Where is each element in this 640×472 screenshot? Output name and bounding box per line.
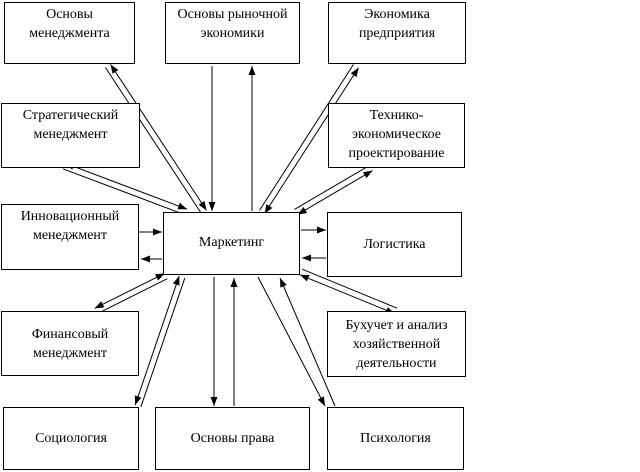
link-marketing-osnovy-menedzhmenta-a-back-arrowhead	[198, 200, 207, 211]
node-label: Основы права	[190, 431, 275, 446]
link-marketing-to-psikhologiya-arrowhead	[317, 396, 325, 406]
node-label: Логистика	[363, 237, 426, 252]
link-marketing-bukhuchet-b	[301, 268, 398, 309]
link-marketing-osnovy-menedzhmenta-b	[105, 67, 202, 214]
node-label: Социология	[35, 431, 107, 446]
link-marketing-ekonomika-predpriyatiya-a	[264, 67, 359, 214]
link-marketing-to-innovatsionnyy-arrowhead	[141, 255, 150, 263]
link-osnovy-rynochnoy-to-marketing-arrowhead	[208, 202, 216, 211]
link-marketing-to-osnovy-prava-arrowhead	[210, 397, 218, 406]
link-marketing-osnovy-menedzhmenta-a-arrowhead	[110, 64, 119, 74]
node-finansovyy-menedzhment: Финансовый менеджмент	[1, 311, 139, 376]
link-psikhologiya-to-marketing-arrowhead	[280, 278, 287, 288]
link-marketing-sotsiologiya-a	[134, 275, 180, 406]
node-label: Психология	[360, 431, 431, 446]
link-marketing-strategicheskiy-a	[64, 162, 188, 210]
link-marketing-ekonomika-predpriyatiya-a-arrowhead	[350, 67, 359, 78]
link-marketing-to-osnovy-rynochnoy-arrowhead	[248, 66, 256, 75]
link-marketing-to-logistika-arrowhead	[317, 226, 326, 234]
link-marketing-finansovyy-a-back-arrowhead	[155, 273, 165, 281]
link-marketing-bukhuchet-a-back-arrowhead	[299, 274, 310, 282]
link-marketing-finansovyy-a	[94, 272, 165, 309]
link-osnovy-prava-to-marketing-arrowhead	[230, 278, 238, 287]
node-tekhniko-ekonomicheskoe: Технико- экономическое проектирование	[328, 103, 465, 168]
link-marketing-finansovyy-b	[97, 278, 168, 315]
link-marketing-ekonomika-predpriyatiya-b	[259, 64, 354, 211]
node-innovatsionnyy-menedzhment: Инновационный менеджмент	[1, 204, 139, 270]
link-marketing-strategicheskiy-a-back-arrowhead	[177, 202, 188, 210]
node-label: Экономика предприятия	[358, 7, 436, 41]
node-label: Бухучет и анализ хозяйственной деятельно…	[345, 317, 448, 371]
node-ekonomika-predpriyatiya: Экономика предприятия	[328, 2, 466, 64]
link-marketing-finansovyy-a-arrowhead	[94, 301, 105, 309]
node-label: Основы менеджмента	[29, 7, 110, 41]
link-psikhologiya-to-marketing	[279, 277, 336, 407]
node-label: Инновационный менеджмент	[20, 209, 120, 243]
link-marketing-osnovy-menedzhmenta-a	[110, 64, 207, 211]
node-label: Основы рыночной экономики	[177, 7, 288, 41]
link-marketing-bukhuchet-a	[299, 274, 396, 315]
node-strategicheskiy-menedzhment: Стратегический менеджмент	[1, 103, 140, 168]
link-marketing-tekhniko-b	[294, 164, 370, 210]
link-marketing-sotsiologiya-b	[140, 277, 186, 408]
link-marketing-tekhniko-a	[297, 170, 373, 216]
node-marketing: Маркетинг	[163, 212, 300, 275]
node-logistika: Логистика	[327, 212, 462, 277]
node-psikhologiya: Психология	[327, 407, 464, 470]
node-osnovy-rynochnoy-ekonomiki: Основы рыночной экономики	[165, 2, 300, 64]
node-osnovy-prava: Основы права	[155, 407, 310, 470]
node-label: Финансовый менеджмент	[31, 326, 109, 361]
link-marketing-sotsiologiya-a-arrowhead	[134, 395, 142, 406]
node-sotsiologiya: Социология	[3, 407, 139, 470]
link-innovatsionnyy-to-marketing-arrowhead	[153, 228, 162, 236]
link-marketing-strategicheskiy-b	[62, 168, 186, 216]
link-marketing-tekhniko-a-arrowhead	[362, 170, 373, 179]
node-osnovy-menedzhmenta: Основы менеджмента	[4, 2, 135, 64]
link-marketing-to-psikhologiya	[257, 276, 326, 407]
node-label: Маркетинг	[198, 235, 265, 250]
node-label: Стратегический менеджмент	[22, 108, 119, 142]
link-marketing-sotsiologiya-a-back-arrowhead	[172, 276, 180, 286]
node-bukhuchet-analiz: Бухучет и анализ хозяйственной деятельно…	[327, 311, 466, 377]
link-marketing-ekonomika-predpriyatiya-a-back-arrowhead	[264, 204, 273, 214]
link-logistika-to-marketing-arrowhead	[302, 254, 311, 262]
node-label: Технико- экономическое проектирование	[348, 108, 445, 161]
